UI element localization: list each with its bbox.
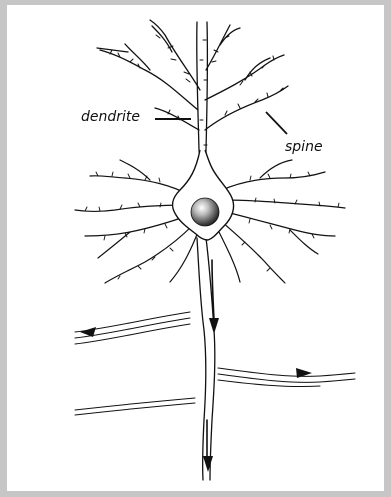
corner-notch xyxy=(7,5,41,11)
spine-leader-line xyxy=(266,112,287,134)
dendrite-label: dendrite xyxy=(81,110,140,124)
axon xyxy=(197,238,215,480)
arrowhead-icon xyxy=(209,318,219,334)
soma-body xyxy=(173,150,234,240)
apical-dendrite xyxy=(97,20,288,180)
spine-label: spine xyxy=(285,140,323,154)
soma-icon xyxy=(191,198,219,226)
arrowhead-icon xyxy=(203,456,213,472)
flow-arrows xyxy=(80,318,312,472)
